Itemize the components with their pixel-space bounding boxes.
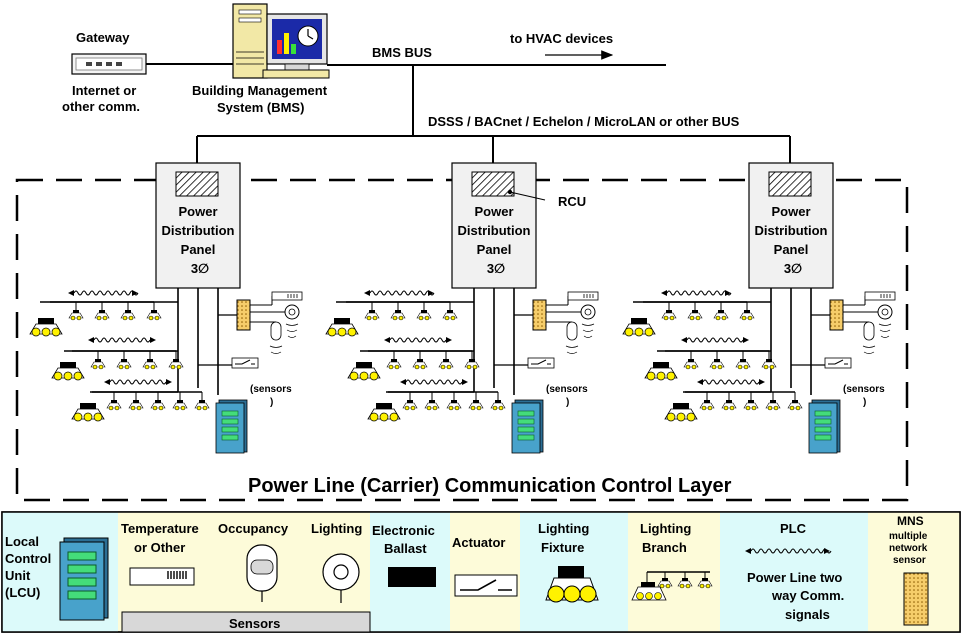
panel-label-line2: Distribution — [458, 223, 531, 238]
mns-sensor-icon — [829, 299, 844, 331]
legend-lcu-icon — [59, 537, 109, 621]
occupancy-sensor-icon — [566, 321, 578, 341]
sensors-note-close: ) — [566, 397, 569, 408]
panel-phase-label: 3∅ — [784, 261, 802, 276]
legend-mns-line4: sensor — [893, 555, 926, 566]
legend-branch-line2: Branch — [642, 540, 687, 555]
gateway-icon — [71, 53, 147, 75]
distribution-cells: PowerDistributionPanel3∅(sensors)PowerDi… — [29, 162, 896, 454]
legend-mns-label: MNS — [897, 514, 924, 528]
actuator-switch-icon — [527, 357, 555, 369]
panel-label-line3: Panel — [181, 242, 216, 257]
legend-lighting-label: Lighting — [311, 521, 362, 536]
rcu-label: RCU — [558, 194, 586, 209]
bms-computer-icon — [232, 3, 330, 79]
panel-label-line3: Panel — [477, 242, 512, 257]
sensor-cluster — [514, 291, 599, 354]
thermostat-icon — [129, 567, 195, 586]
legend-plc-desc3: signals — [785, 607, 830, 622]
mns-sensor-icon — [532, 299, 547, 331]
legend-temperature-line2: or Other — [134, 540, 185, 555]
bms-label-line2: System (BMS) — [217, 100, 304, 115]
layer-title: Power Line (Carrier) Communication Contr… — [248, 475, 732, 497]
sensor-cluster — [218, 291, 303, 354]
legend-branch-line1: Lighting — [640, 521, 691, 536]
legend-lcu-line2: Control — [5, 551, 51, 566]
lcu-device-icon — [215, 399, 248, 454]
legend-mns-line3: network — [889, 543, 928, 554]
occupancy-sensor-icon — [270, 321, 282, 341]
panel-label-line3: Panel — [774, 242, 809, 257]
actuator-switch-icon — [454, 574, 518, 597]
panel-label-line1: Power — [474, 204, 513, 219]
sensors-note-close: ) — [863, 397, 866, 408]
light-sensor-icon — [322, 553, 360, 603]
legend-plc-label: PLC — [780, 521, 807, 536]
actuator-switch-icon — [824, 357, 852, 369]
mns-sensor-icon — [903, 572, 929, 626]
sensors-note: (sensors — [546, 384, 588, 395]
legend-mns-line2: multiple — [889, 531, 928, 542]
ballast-icon — [388, 567, 436, 587]
mns-sensor-icon — [236, 299, 251, 331]
gateway-label: Gateway — [76, 30, 130, 45]
legend-plc-desc1: Power Line two — [747, 570, 842, 585]
rcu-module-icon — [768, 171, 812, 197]
legend-sensors-group: Sensors — [229, 616, 280, 631]
legend-fixture-line2: Fixture — [541, 540, 584, 555]
bms-label-line1: Building Management — [192, 83, 328, 98]
panel-phase-label: 3∅ — [191, 261, 209, 276]
gateway-sub2: other comm. — [62, 99, 140, 114]
plc-wave-icon — [745, 548, 832, 554]
legend-temperature-line1: Temperature — [121, 521, 199, 536]
thermostat-icon — [271, 291, 303, 301]
actuator-switch-icon — [231, 357, 259, 369]
occupancy-sensor-icon — [246, 544, 278, 602]
legend-plc-desc2: way Comm. — [771, 588, 844, 603]
gateway-sub1: Internet or — [72, 83, 136, 98]
legend-ballast-line1: Electronic — [372, 523, 435, 538]
lcu-device-icon — [808, 399, 841, 454]
lighting-branches — [325, 290, 506, 422]
legend-lcu-line3: Unit — [5, 568, 31, 583]
lcu-device-icon — [511, 399, 544, 454]
legend: Local Control Unit (LCU) Temperature or … — [1, 511, 961, 633]
field-bus-label: DSSS / BACnet / Echelon / MicroLAN or ot… — [428, 114, 740, 129]
panel-phase-label: 3∅ — [487, 261, 505, 276]
bms-bus-label: BMS BUS — [372, 45, 432, 60]
panel-label-line2: Distribution — [755, 223, 828, 238]
panel-label-line1: Power — [771, 204, 810, 219]
thermostat-icon — [864, 291, 896, 301]
sensor-cluster — [811, 291, 896, 354]
occupancy-sensor-icon — [863, 321, 875, 341]
lighting-branches — [622, 290, 803, 422]
legend-actuator-label: Actuator — [452, 535, 505, 550]
rcu-module-icon — [175, 171, 219, 197]
hvac-label: to HVAC devices — [510, 31, 613, 46]
sensors-note: (sensors — [843, 384, 885, 395]
panel-label-line2: Distribution — [162, 223, 235, 238]
legend-occupancy-label: Occupancy — [218, 521, 289, 536]
sensors-note-close: ) — [270, 397, 273, 408]
lighting-branch-icon — [631, 571, 713, 601]
legend-lcu-line1: Local — [5, 534, 39, 549]
lighting-fixture-icon — [545, 566, 599, 603]
thermostat-icon — [567, 291, 599, 301]
legend-fixture-line1: Lighting — [538, 521, 589, 536]
panel-label-line1: Power — [178, 204, 217, 219]
legend-ballast-line2: Ballast — [384, 541, 427, 556]
rcu-module-icon — [471, 171, 515, 197]
lighting-branches — [29, 290, 210, 422]
sensors-note: (sensors — [250, 384, 292, 395]
legend-lcu-line4: (LCU) — [5, 585, 40, 600]
